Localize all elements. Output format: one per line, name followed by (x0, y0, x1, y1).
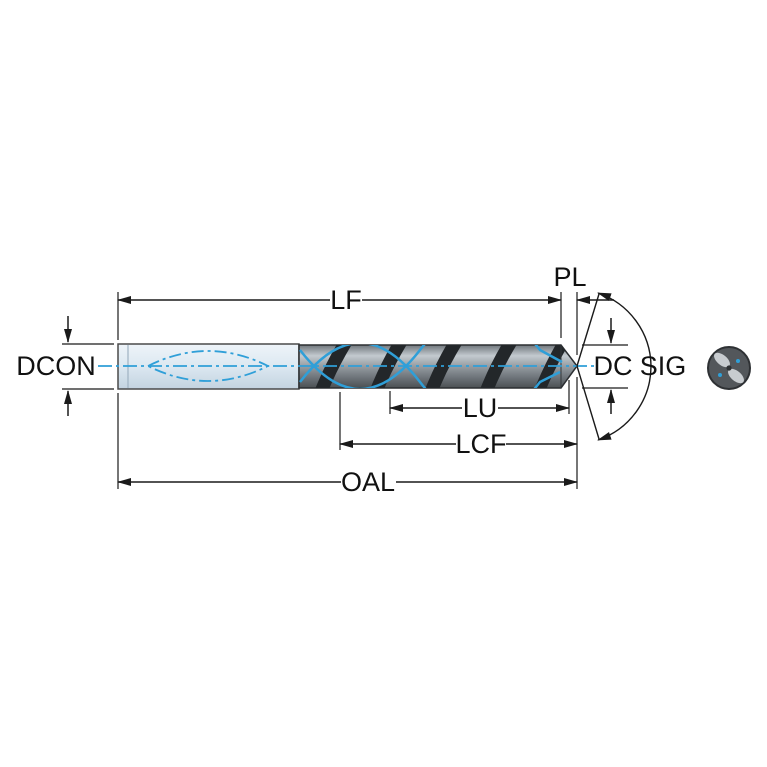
dimension-dcon: DCON (16, 316, 96, 416)
label-pl: PL (553, 262, 586, 292)
dimension-dc: DC (594, 318, 633, 414)
dimension-lf: LF (117, 285, 562, 315)
sig-arc-bottom (597, 365, 652, 441)
dimension-oal: OAL (117, 467, 578, 497)
end-view-coolant-hole (736, 359, 740, 363)
drill-end-view-icon (707, 346, 751, 390)
label-dcon: DCON (16, 351, 96, 381)
coolant-channels (299, 345, 563, 388)
end-view-flute-top (714, 352, 730, 368)
coolant-channel-line (299, 345, 563, 388)
drill-illustration (98, 343, 596, 390)
end-view-flute-bottom (728, 368, 744, 384)
dimension-lcf: LCF (339, 429, 578, 459)
flute-stripe (530, 345, 571, 388)
flute-stripe (476, 345, 523, 388)
label-lf: LF (330, 285, 362, 315)
dimension-sig: SIG (576, 292, 687, 441)
dimension-pl: PL (553, 262, 614, 304)
label-lcf: LCF (455, 429, 506, 459)
shank-coolant-lens (145, 350, 271, 382)
sig-arc-top (597, 292, 652, 367)
dimension-lu: LU (389, 393, 570, 423)
coolant-and-centerlines (98, 345, 596, 388)
label-lu: LU (463, 393, 498, 423)
label-sig: SIG (640, 351, 687, 381)
end-view-center (726, 365, 732, 371)
extension-lines (62, 292, 628, 489)
sig-leg-bottom (576, 365, 600, 440)
end-view-coolant-hole (718, 373, 722, 377)
sig-leg-top (576, 293, 600, 367)
coolant-channel-line (299, 345, 561, 388)
flute-stripe (366, 345, 413, 388)
label-dc: DC (594, 351, 633, 381)
label-oal: OAL (341, 467, 395, 497)
